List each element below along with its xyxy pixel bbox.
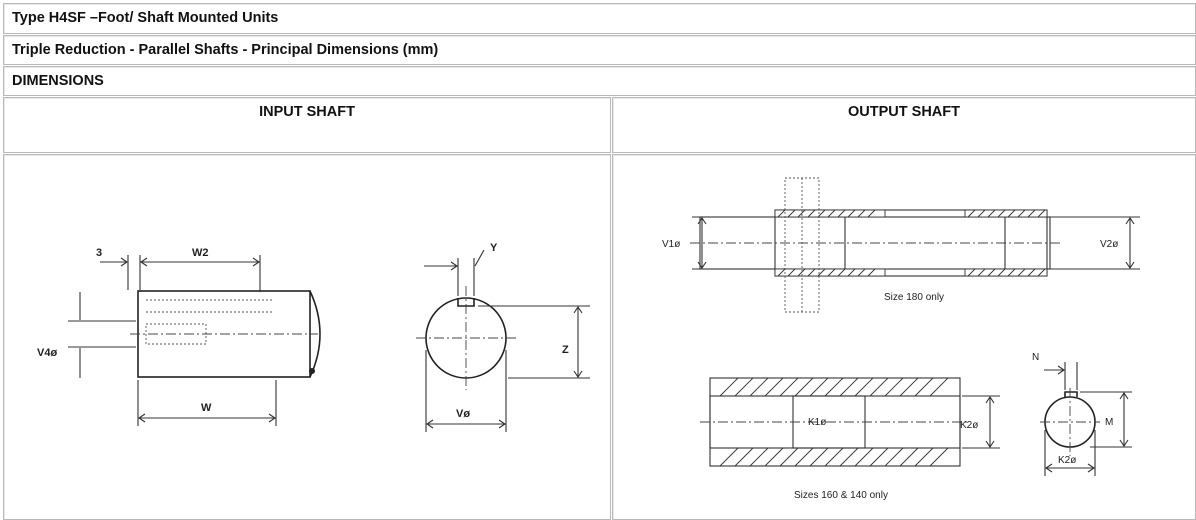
label-w2: W2 (192, 247, 209, 259)
keyway (1064, 391, 1078, 397)
dim-k2s-arrowheads (1045, 463, 1095, 473)
sleeve-hatch-top (774, 209, 1048, 218)
table-subtitle: Triple Reduction - Parallel Shafts - Pri… (3, 35, 1196, 65)
end-mark (309, 368, 315, 374)
table-title: Type H4SF –Foot/ Shaft Mounted Units (3, 3, 1196, 34)
caption-size-180: Size 180 only (884, 292, 944, 303)
label-v2: V2ø (1100, 239, 1118, 250)
bore-hatch-top (719, 377, 949, 397)
output-shaft-size-160-140-view: K1ø K2ø Sizes 160 & 140 only (700, 377, 1000, 501)
section-heading: DIMENSIONS (3, 66, 1196, 96)
label-3: 3 (96, 247, 102, 259)
dim-z-arrowheads (573, 306, 583, 378)
sleeve-hatch-bottom (774, 268, 1048, 277)
dim-k2-arrowheads (985, 396, 995, 448)
dim-y-arrowhead (450, 261, 458, 271)
label-n: N (1032, 352, 1039, 363)
bore-hatch-bottom (719, 447, 949, 467)
bore-body (774, 209, 1048, 277)
dim-v-arrowheads (426, 419, 506, 429)
label-v1: V1ø (662, 239, 680, 250)
label-k2: K2ø (960, 420, 978, 431)
output-shaft-section-view: N M K2ø (1032, 352, 1132, 476)
label-w: W (201, 402, 212, 414)
label-v: Vø (456, 408, 470, 420)
tapped-hole (145, 323, 207, 345)
label-z: Z (562, 344, 569, 356)
label-k1: K1ø (808, 417, 826, 428)
bore-section (1044, 396, 1096, 448)
label-y: Y (490, 242, 498, 254)
label-v4: V4ø (37, 347, 57, 359)
label-k2-section: K2ø (1058, 455, 1076, 466)
dim-m-arrowheads (1119, 392, 1129, 447)
output-shaft-size-180-view: V1ø V2ø Size 180 only (662, 177, 1140, 313)
dim-y-leader (474, 249, 485, 267)
input-shaft-end-view: Y Z Vø (416, 242, 590, 432)
dim-n-arrowhead (1057, 365, 1065, 375)
caption-sizes-160-140: Sizes 160 & 140 only (794, 490, 888, 501)
dim-v1-arrowheads (697, 217, 707, 269)
column-header-input-shaft: INPUT SHAFT (3, 97, 611, 153)
input-shaft-drawing-cell (3, 154, 611, 520)
dim-w-arrowheads (138, 413, 276, 423)
dim-v2-arrowheads (1125, 217, 1135, 269)
column-header-output-shaft: OUTPUT SHAFT (612, 97, 1196, 153)
dim-3-arrowhead (120, 257, 128, 267)
input-shaft-side-view: 3 W2 W V4ø (37, 247, 321, 426)
label-m: M (1105, 417, 1113, 428)
shaft-end-curve (309, 290, 321, 378)
dim-w2-arrowheads (140, 257, 260, 267)
